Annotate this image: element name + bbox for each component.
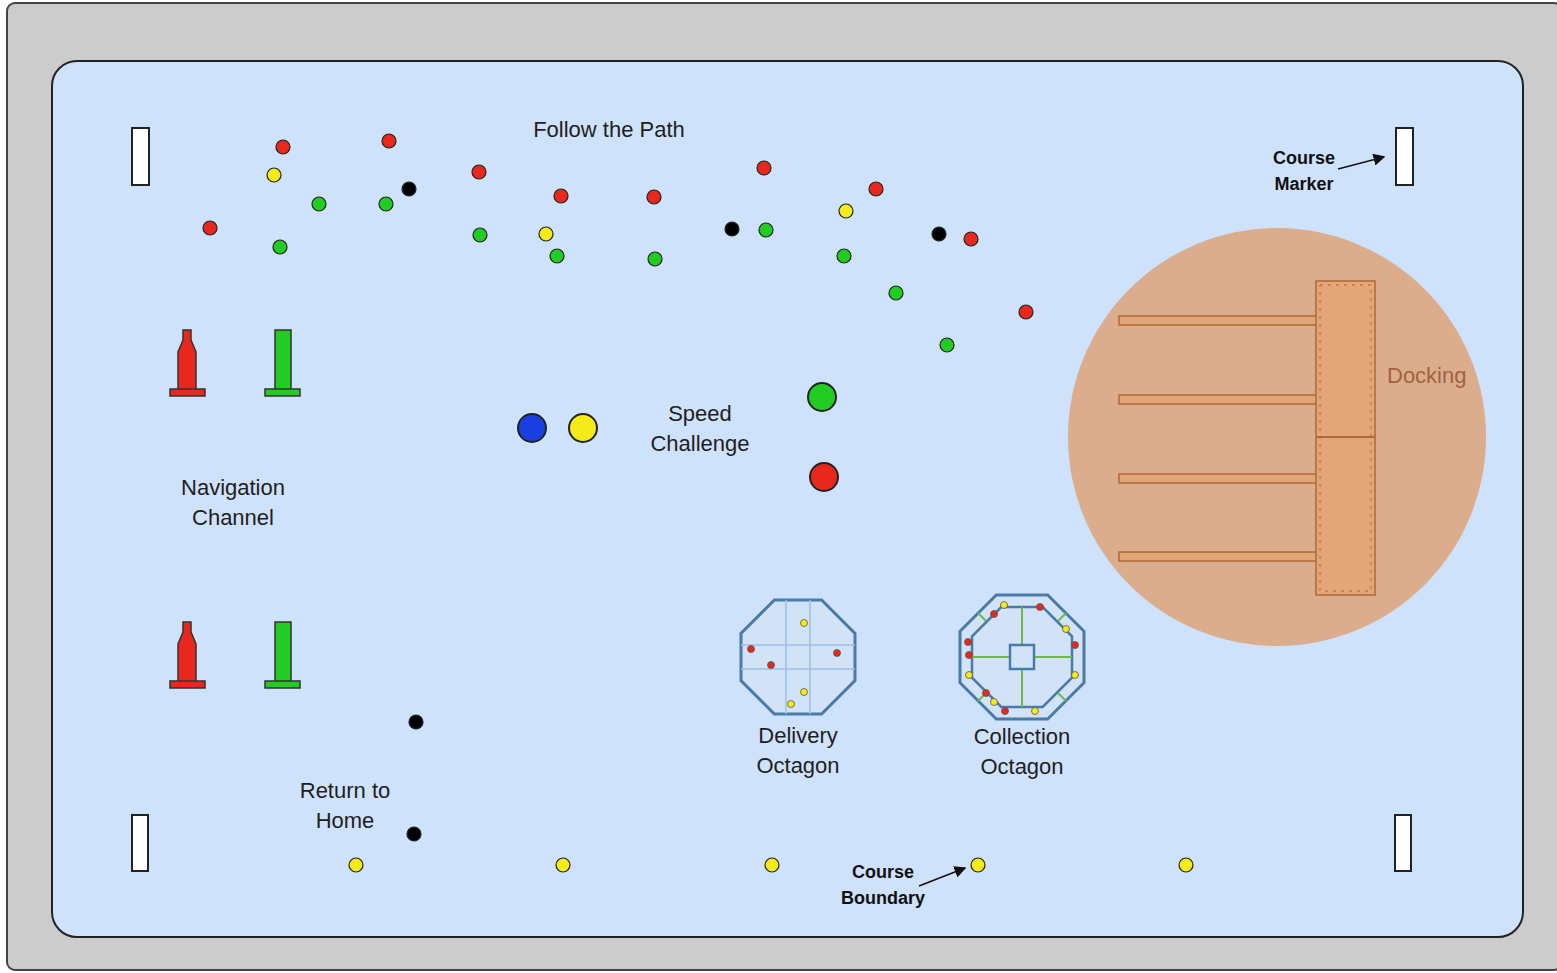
node-label: Docking	[1387, 361, 1466, 391]
callout-label: Course Boundary	[828, 859, 938, 911]
region-title: Return to Home	[285, 776, 405, 836]
region-title: Follow the Path	[499, 115, 719, 145]
node-label: Collection Octagon	[958, 722, 1086, 782]
water	[52, 61, 1523, 937]
region-title: Speed Challenge	[640, 399, 760, 459]
node-shape	[1067, 227, 1487, 647]
region-title: Navigation Channel	[158, 473, 308, 533]
callout-label: Course Marker	[1254, 145, 1354, 197]
frame	[7, 3, 1557, 970]
speed-buoys	[518, 383, 838, 491]
node-label: Delivery Octagon	[738, 721, 858, 781]
path-buoys	[203, 134, 1033, 841]
boundary-buoys	[349, 858, 1193, 872]
collection-octagon: Collection Octagon	[958, 593, 1086, 788]
delivery-octagon: Delivery Octagon	[738, 597, 858, 787]
docking-area: Docking	[1067, 227, 1487, 647]
